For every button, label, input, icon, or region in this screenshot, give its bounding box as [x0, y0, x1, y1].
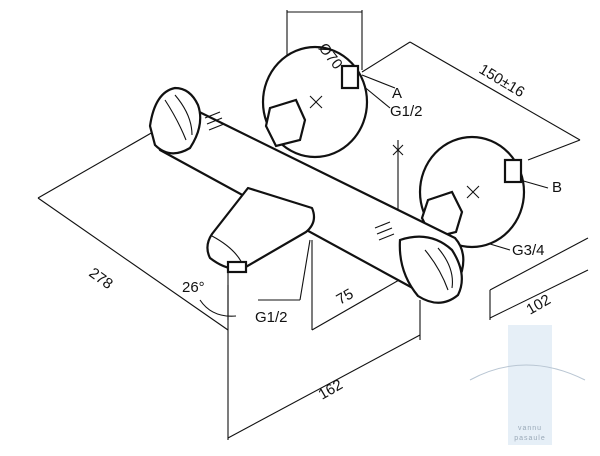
watermark: vannu pasaule — [469, 325, 586, 445]
thread-g12-bottom: G1/2 — [255, 309, 288, 326]
grip-marks — [204, 111, 395, 241]
watermark-bar — [508, 325, 552, 445]
callout-b: B — [552, 179, 562, 196]
faucet-body — [148, 45, 526, 304]
thread-g34: G3/4 — [512, 242, 545, 259]
watermark-line1: vannu — [518, 425, 542, 432]
dim-75: 75 — [334, 285, 357, 308]
callout-a: A — [392, 85, 402, 102]
temperature-handle — [148, 86, 202, 155]
left-nut — [264, 98, 307, 148]
right-inlet-stub — [503, 158, 523, 184]
left-inlet-stub — [340, 64, 360, 90]
dim-angle-26: 26° — [182, 279, 205, 296]
spout-outlet — [226, 260, 248, 274]
thread-g12-top: G1/2 — [390, 103, 423, 120]
dim-162: 162 — [316, 376, 346, 403]
watermark-line2: pasaule — [514, 435, 546, 442]
watermark-arc — [469, 364, 586, 381]
dim-102: 102 — [524, 291, 554, 318]
dim-278: 278 — [86, 264, 116, 292]
